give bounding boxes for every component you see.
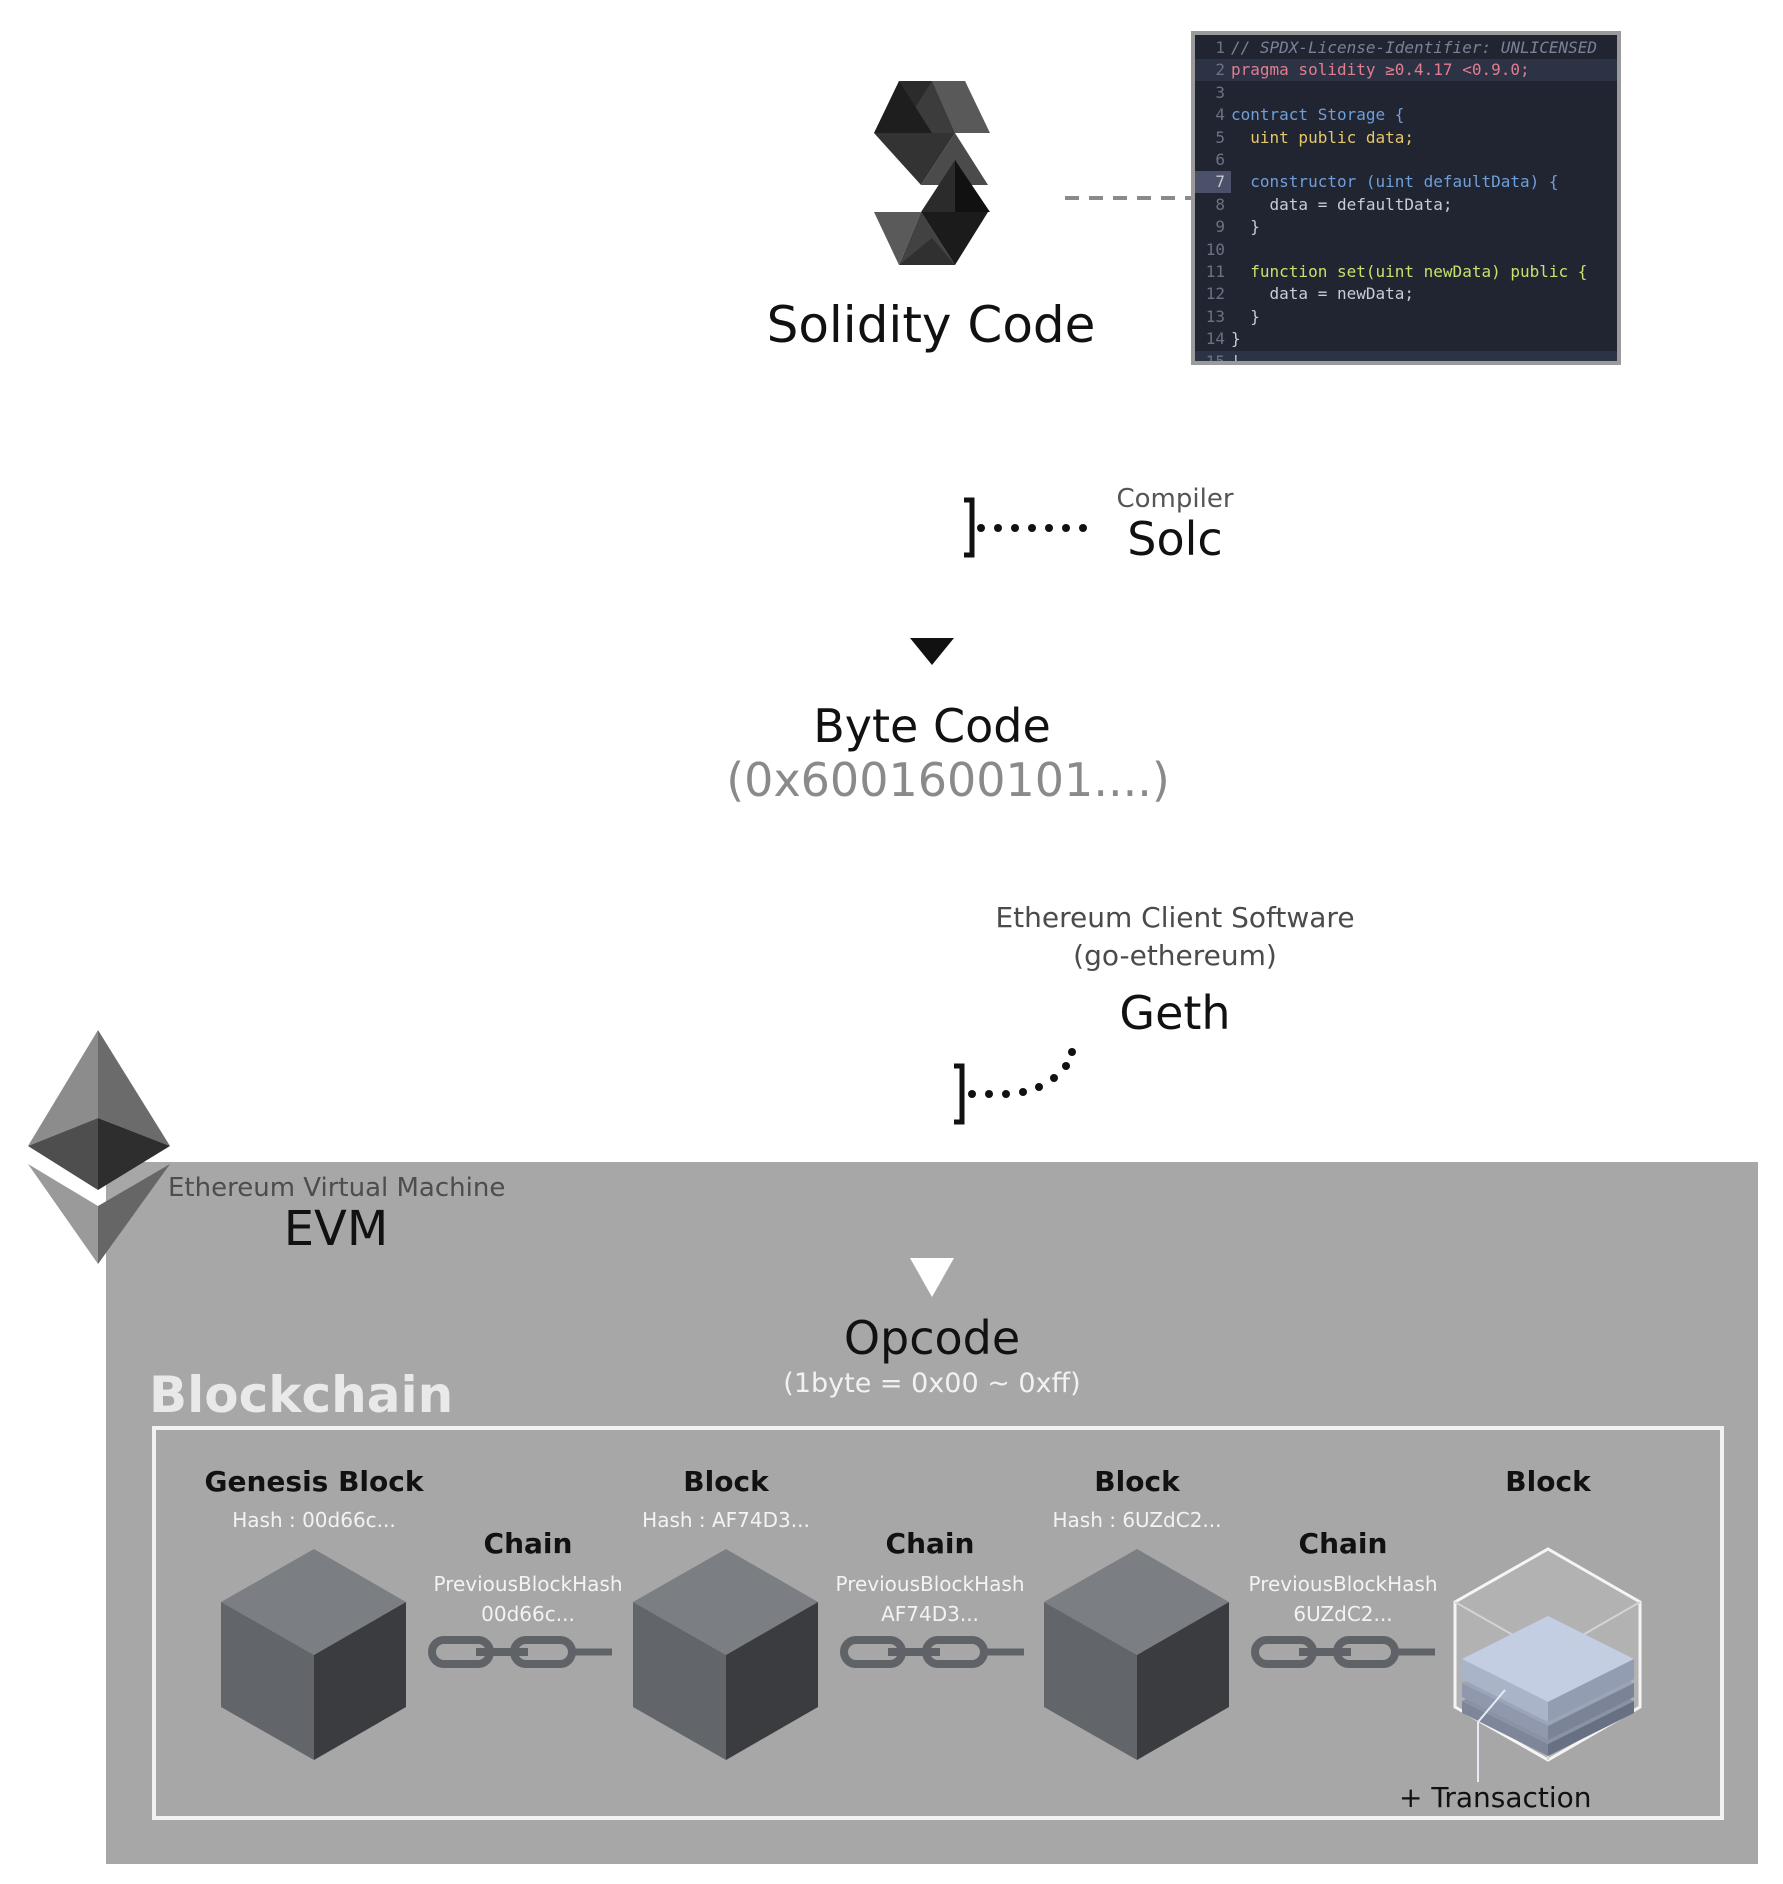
- compiler-name: Solc: [1127, 512, 1223, 566]
- client-sub: (go-ethereum): [1073, 939, 1277, 972]
- chain-1-prev-hash: 00d66c...: [481, 1602, 575, 1626]
- code-line: 14}: [1205, 329, 1241, 348]
- block-3-title: Block: [1094, 1465, 1180, 1498]
- code-line: 9 }: [1215, 217, 1260, 236]
- genesis-block-hash: Hash : 00d66c...: [232, 1508, 396, 1532]
- transaction-layers-icon: [1462, 1616, 1634, 1756]
- client-label: Ethereum Client Software: [995, 901, 1355, 934]
- solidity-title: Solidity Code: [766, 296, 1096, 354]
- execute-arrow: [910, 848, 954, 1297]
- chain-link-icon-2: [840, 1636, 1024, 1668]
- evm-label: Ethereum Virtual Machine: [168, 1173, 506, 1203]
- opcode-sub: (1byte = 0x00 ~ 0xff): [783, 1368, 1081, 1399]
- block-3-hash: Hash : 6UZdC2...: [1052, 1508, 1222, 1532]
- new-block-cube: [1453, 1547, 1642, 1782]
- blockchain-frame: [152, 1426, 1724, 1820]
- geth-bracket: [954, 1048, 1076, 1125]
- code-line: 5 uint public data;: [1215, 128, 1415, 147]
- code-line: 7 constructor (uint defaultData) {: [1195, 171, 1617, 194]
- solidity-logo-icon: [874, 81, 990, 265]
- code-line: 12 data = newData;: [1205, 284, 1415, 303]
- code-line: 15|: [1195, 351, 1617, 361]
- code-line: 6: [1215, 150, 1225, 169]
- compiler-bracket: [964, 497, 1087, 558]
- code-line: 10: [1205, 240, 1225, 259]
- client-name: Geth: [1119, 986, 1231, 1040]
- block-2-title: Block: [683, 1465, 769, 1498]
- chain-3-prev-label: PreviousBlockHash: [1248, 1572, 1438, 1596]
- code-line: 8 data = defaultData;: [1215, 195, 1453, 214]
- evm-name: EVM: [283, 1201, 389, 1257]
- bytecode-title: Byte Code: [813, 699, 1051, 753]
- block-cube-3: [1044, 1549, 1229, 1760]
- chain-link-icon-1: [428, 1636, 612, 1668]
- chain-1-prev-label: PreviousBlockHash: [433, 1572, 623, 1596]
- chain-1-title: Chain: [483, 1527, 573, 1560]
- blockchain-title: Blockchain: [149, 1366, 454, 1424]
- code-line: 3: [1215, 83, 1225, 102]
- compile-arrow: [910, 388, 954, 665]
- bytecode-value: (0x6001600101....): [726, 753, 1170, 807]
- ethereum-logo-icon: [28, 1030, 170, 1264]
- code-line: 1// SPDX-License-Identifier: UNLICENSED: [1215, 38, 1598, 57]
- compiler-label: Compiler: [1116, 484, 1234, 514]
- chain-3-title: Chain: [1298, 1527, 1388, 1560]
- code-line: 11 function set(uint newData) public {: [1205, 262, 1588, 281]
- opcode-title: Opcode: [843, 1311, 1021, 1365]
- block-cube-2: [633, 1549, 818, 1760]
- chain-link-icon-3: [1251, 1636, 1435, 1668]
- chain-2-title: Chain: [885, 1527, 975, 1560]
- transaction-label: + Transaction: [1399, 1781, 1592, 1814]
- chain-3-prev-hash: 6UZdC2...: [1293, 1602, 1393, 1626]
- block-4-title: Block: [1505, 1465, 1591, 1498]
- genesis-block-title: Genesis Block: [204, 1465, 424, 1498]
- genesis-block-cube: [221, 1549, 406, 1760]
- code-line: 13 }: [1205, 307, 1260, 326]
- code-editor-panel: 1// SPDX-License-Identifier: UNLICENSED …: [1191, 31, 1621, 365]
- chain-2-prev-hash: AF74D3...: [881, 1602, 979, 1626]
- block-2-hash: Hash : AF74D3...: [642, 1508, 810, 1532]
- chain-2-prev-label: PreviousBlockHash: [835, 1572, 1025, 1596]
